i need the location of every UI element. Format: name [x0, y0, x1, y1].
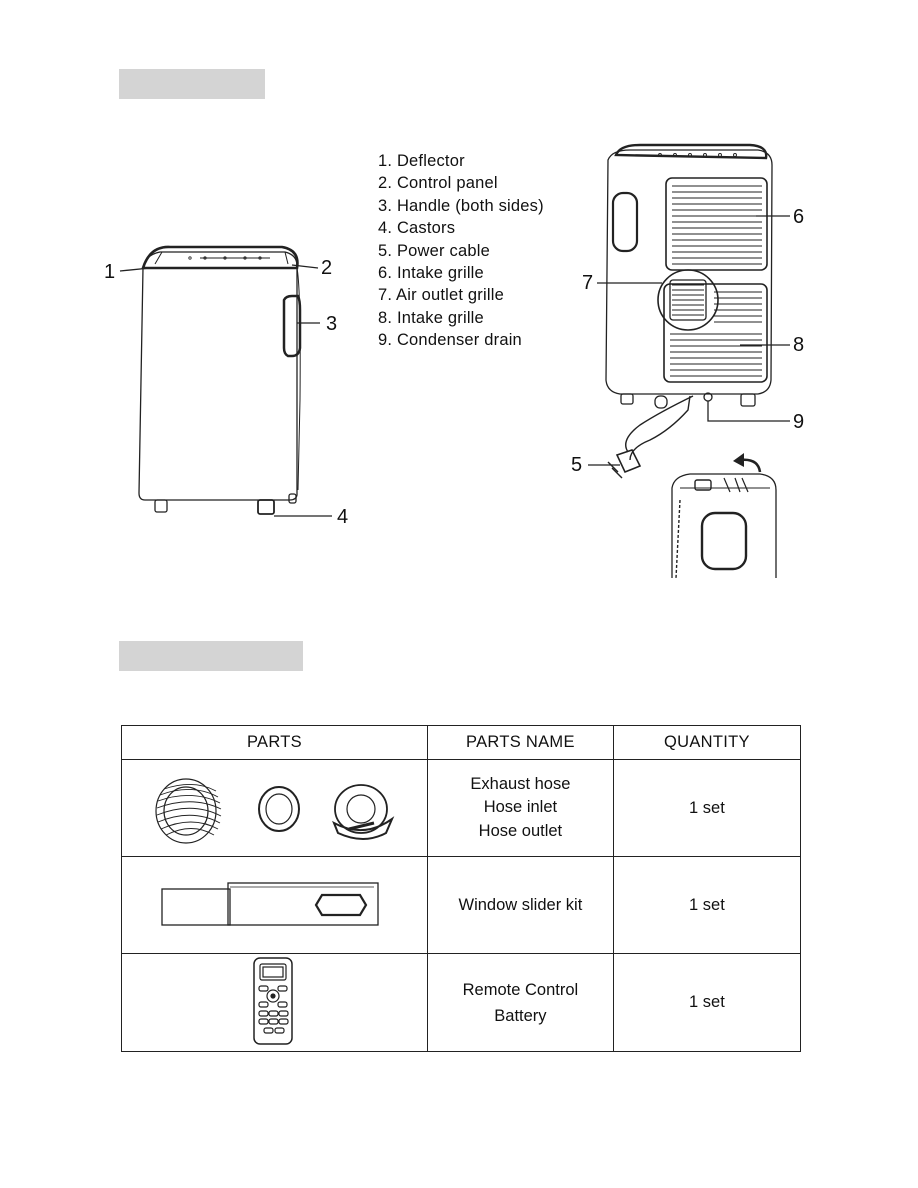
quantity-cell: 1 set — [612, 953, 802, 1052]
part-name: Remote Control — [462, 980, 579, 999]
lower-grille-slats — [670, 291, 762, 377]
remote-control-icon — [253, 957, 294, 1045]
front-unit-illustration — [138, 245, 302, 515]
legend-item: 1. Deflector — [378, 152, 465, 170]
parts-name-cell: Exhaust hose Hose inlet Hose outlet — [426, 759, 614, 857]
section-header-bar-1 — [119, 69, 265, 99]
callout-8: 8 — [793, 334, 805, 356]
legend-item: 2. Control panel — [378, 174, 498, 193]
callout-2: 2 — [321, 257, 333, 279]
hose-kit-icon — [155, 777, 395, 844]
legend-item: 6. Intake grille — [378, 264, 484, 283]
header-parts: PARTS — [121, 725, 428, 760]
legend-item: 9. Condenser drain — [378, 331, 522, 350]
quantity-cell: 1 set — [612, 759, 802, 857]
legend-item: 8. Intake grille — [378, 308, 484, 327]
accessories-table: PARTS PARTS NAME QUANTITY — [121, 725, 802, 1052]
hose-kit-illustration-cell — [121, 759, 428, 857]
callout-4: 4 — [337, 506, 349, 528]
callout-9: 9 — [793, 411, 805, 433]
header-quantity: QUANTITY — [612, 725, 802, 760]
callout-3: 3 — [326, 313, 338, 335]
part-name: Hose inlet — [483, 798, 558, 817]
callout-6: 6 — [793, 206, 805, 228]
legend-item: 7. Air outlet grille — [378, 286, 504, 305]
legend-item: 4. Castors — [378, 219, 456, 238]
parts-name-cell: Remote Control Battery — [426, 953, 614, 1052]
header-parts-name: PARTS NAME — [426, 725, 614, 760]
table-row: Exhaust hose Hose inlet Hose outlet 1 se… — [121, 759, 802, 857]
section-header-bar-2 — [119, 641, 303, 671]
callout-1: 1 — [104, 261, 116, 283]
window-slider-icon — [161, 881, 380, 926]
legend-item: 5. Power cable — [378, 241, 490, 260]
table-header-row: PARTS PARTS NAME QUANTITY — [121, 725, 802, 760]
handle-detail-illustration — [671, 453, 777, 579]
rear-unit-illustration — [605, 143, 773, 479]
part-name: Battery — [494, 1006, 547, 1025]
table-row: Remote Control Battery 1 set — [121, 953, 802, 1052]
part-name: Hose outlet — [478, 821, 563, 840]
parts-legend: 1. Deflector 2. Control panel 3. Handle … — [378, 150, 544, 352]
callout-7: 7 — [582, 272, 594, 294]
upper-grille-slats — [672, 185, 762, 265]
quantity-cell: 1 set — [612, 856, 802, 954]
window-kit-illustration-cell — [121, 856, 428, 954]
table-row: Window slider kit 1 set — [121, 856, 802, 954]
part-name: Exhaust hose — [470, 774, 571, 793]
unit-diagrams — [119, 143, 790, 579]
callout-5: 5 — [571, 454, 583, 476]
legend-item: 3. Handle (both sides) — [378, 196, 544, 215]
parts-name-cell: Window slider kit — [426, 856, 614, 954]
callout-leader-lines — [119, 215, 790, 517]
remote-illustration-cell — [121, 953, 428, 1052]
